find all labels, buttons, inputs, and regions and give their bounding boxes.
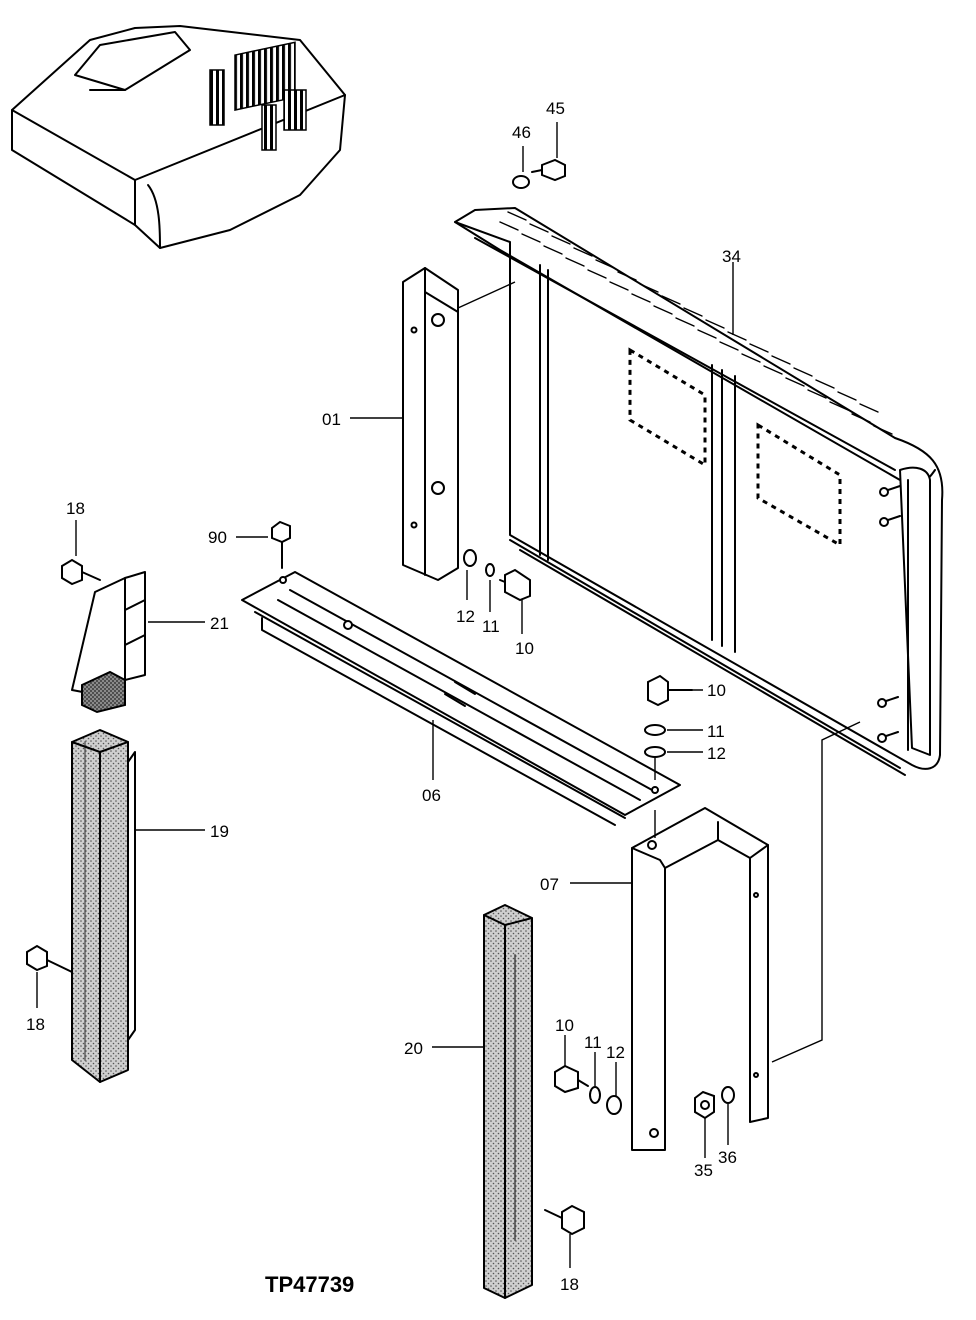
callout-34: 34 bbox=[722, 247, 741, 266]
callout-18-upper: 18 bbox=[66, 499, 85, 518]
callout-01: 01 bbox=[322, 410, 341, 429]
angle-bracket-01 bbox=[402, 267, 516, 581]
callout-21: 21 bbox=[210, 614, 229, 633]
callout-12-right: 12 bbox=[707, 744, 726, 763]
callout-46: 46 bbox=[512, 123, 531, 142]
seal-strip-19 bbox=[71, 729, 136, 1083]
callout-19: 19 bbox=[210, 822, 229, 841]
top-slots bbox=[499, 211, 893, 435]
hardware bbox=[26, 122, 735, 1268]
callout-20: 20 bbox=[404, 1039, 423, 1058]
callout-06: 06 bbox=[422, 786, 441, 805]
guard-panel-34 bbox=[454, 207, 944, 776]
callout-labels: 45 46 34 01 18 90 21 12 11 10 10 11 12 0… bbox=[26, 99, 741, 1294]
machine-location-thumbnail bbox=[11, 25, 346, 249]
callout-leaders bbox=[135, 262, 734, 1048]
callout-10-right: 10 bbox=[707, 681, 726, 700]
callout-11-upper: 11 bbox=[482, 617, 500, 636]
side-frame-07 bbox=[631, 721, 861, 1151]
callout-90: 90 bbox=[208, 528, 227, 547]
callout-12-lower: 12 bbox=[606, 1043, 625, 1062]
callout-11-right: 11 bbox=[707, 722, 725, 741]
seal-bracket-21 bbox=[71, 571, 146, 714]
callout-18-left: 18 bbox=[26, 1015, 45, 1034]
figure-id: TP47739 bbox=[265, 1272, 354, 1297]
callout-07: 07 bbox=[540, 875, 559, 894]
callout-45: 45 bbox=[546, 99, 565, 118]
callout-12-upper: 12 bbox=[456, 607, 475, 626]
callout-10-lower: 10 bbox=[555, 1016, 574, 1035]
callout-35: 35 bbox=[694, 1161, 713, 1180]
callout-10-upper: 10 bbox=[515, 639, 534, 658]
panel-studs bbox=[877, 485, 901, 743]
support-channel-06 bbox=[241, 571, 681, 826]
seal-strip-20 bbox=[483, 904, 533, 1299]
callout-36: 36 bbox=[718, 1148, 737, 1167]
callout-18-lower: 18 bbox=[560, 1275, 579, 1294]
callout-11-lower: 11 bbox=[584, 1033, 602, 1052]
